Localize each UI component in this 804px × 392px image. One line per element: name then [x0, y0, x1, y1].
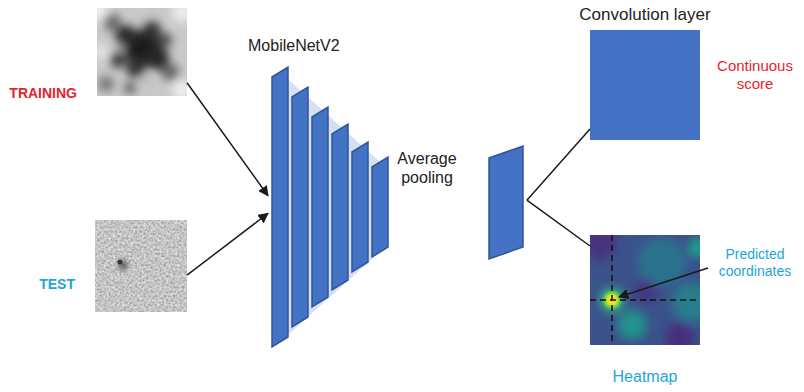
training-image-panel: TRAINING — [97, 8, 187, 96]
mobilenet-layer-stack: MobileNetV2 — [265, 60, 395, 355]
convolution-layer: Convolution layer — [590, 30, 700, 140]
convolution-square — [590, 30, 700, 140]
node-label: Heatmap — [613, 367, 678, 386]
test-image — [95, 220, 187, 312]
test-image-panel: TEST — [95, 220, 187, 312]
heatmap-image — [590, 235, 700, 345]
mobilenet-stack — [272, 67, 388, 347]
node-label: Average pooling — [395, 149, 459, 187]
connector-arrow — [527, 129, 590, 200]
node-label: MobileNetV2 — [248, 36, 340, 55]
connector-arrow — [187, 213, 268, 275]
leader-line — [619, 268, 708, 297]
connector-arrow — [187, 83, 268, 196]
training-image — [97, 8, 187, 96]
output-label: Continuous score — [712, 57, 798, 93]
connector-arrow — [527, 200, 590, 246]
callout-label: Predicted coordinates — [712, 246, 798, 280]
node-label: Convolution layer — [579, 5, 710, 25]
node-label: TRAINING — [9, 85, 77, 102]
pooling-block — [489, 146, 523, 259]
heatmap-panel: Heatmap — [590, 235, 700, 345]
pooling-layer: Average pooling — [487, 145, 525, 260]
node-label: TEST — [39, 276, 75, 293]
